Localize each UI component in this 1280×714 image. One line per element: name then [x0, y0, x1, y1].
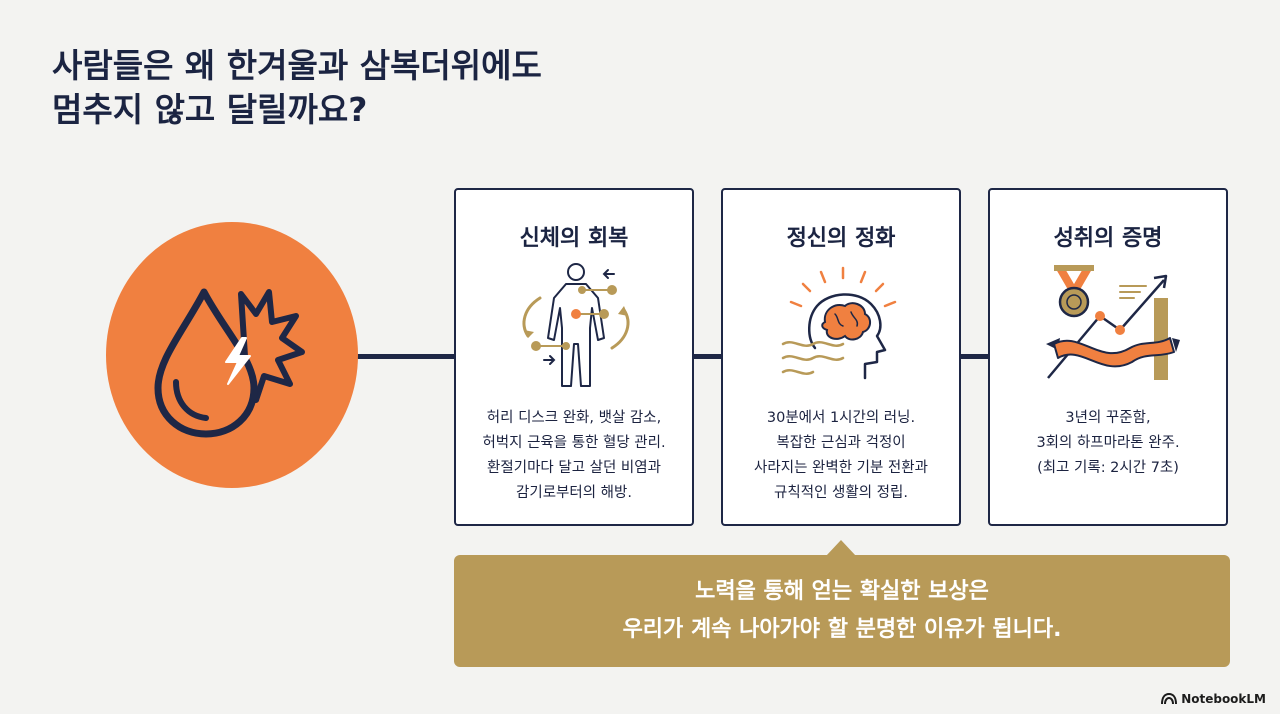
- medal-growth-icon: [1046, 265, 1180, 380]
- card-description: 30분에서 1시간의 러닝. 복잡한 근심과 걱정이 사라지는 완벽한 기분 전…: [723, 406, 959, 506]
- page-title-line-1: 사람들은 왜 한겨울과 삼복더위에도: [52, 46, 542, 85]
- card-line: 환절기마다 달고 살던 비염과: [487, 460, 661, 476]
- card-line: 30분에서 1시간의 러닝.: [766, 410, 916, 426]
- summary-callout: 노력을 통해 얻는 확실한 보상은 우리가 계속 나아가야 할 분명한 이유가 …: [454, 555, 1230, 667]
- hero-circle: [106, 222, 358, 488]
- body-recovery-icon: [522, 263, 630, 387]
- card-line: 허리 디스크 완화, 뱃살 감소,: [486, 410, 662, 426]
- card-title: 성취의 증명: [1053, 226, 1163, 251]
- card-line: (최고 기록: 2시간 7초): [1037, 460, 1179, 476]
- card-title: 신체의 회복: [519, 226, 629, 251]
- brain-head-icon: [781, 266, 897, 380]
- card-line: 사라지는 완벽한 기분 전환과: [754, 460, 928, 476]
- brand-label: NotebookLM: [1181, 692, 1266, 706]
- brand-watermark: NotebookLM: [1161, 692, 1266, 706]
- callout-line-2: 우리가 계속 나아가야 할 분명한 이유가 됩니다.: [622, 617, 1062, 642]
- card-line: 허벅지 근육을 통한 혈당 관리.: [482, 435, 666, 451]
- card-description: 허리 디스크 완화, 뱃살 감소, 허벅지 근육을 통한 혈당 관리. 환절기마…: [456, 406, 692, 506]
- card-title: 정신의 정화: [786, 226, 896, 251]
- callout-line-1: 노력을 통해 얻는 확실한 보상은: [695, 579, 989, 604]
- notebooklm-logo-icon: [1161, 693, 1178, 705]
- card-body-recovery: 신체의 회복 허리 디스크 완화, 뱃살 감소, 허벅지: [454, 188, 694, 526]
- card-line: 3년의 꾸준함,: [1065, 410, 1151, 426]
- card-line: 복잡한 근심과 걱정이: [776, 435, 906, 451]
- page-title-line-2: 멈추지 않고 달릴까요?: [52, 90, 368, 129]
- card-line: 3회의 하프마라톤 완주.: [1036, 435, 1180, 451]
- card-line: 규칙적인 생활의 정립.: [774, 485, 908, 501]
- card-description: 3년의 꾸준함, 3회의 하프마라톤 완주. (최고 기록: 2시간 7초): [990, 406, 1226, 481]
- card-line: 감기로부터의 해방.: [516, 485, 632, 501]
- page-title: 사람들은 왜 한겨울과 삼복더위에도 멈추지 않고 달릴까요?: [52, 44, 542, 132]
- card-mind-clarity: 정신의 정화 30분에서 1시간의 러닝. 복잡한 근심과 걱정이 사라지는 완…: [721, 188, 961, 526]
- callout-pointer: [826, 540, 856, 556]
- card-achievement-proof: 성취의 증명 3년의 꾸준함, 3회의 하프마라톤 완주. (최고 기록: 2시…: [988, 188, 1228, 526]
- sweat-drop-lightning-icon: [154, 288, 305, 438]
